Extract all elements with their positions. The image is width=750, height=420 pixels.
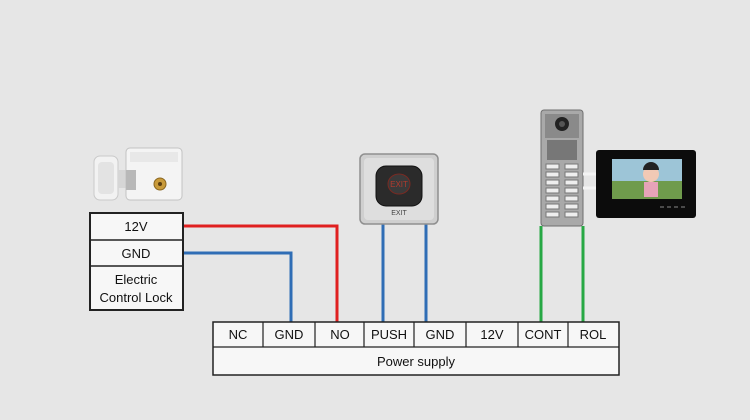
lock-terminal-block: 12V GND Electric Control Lock (89, 212, 184, 311)
terminal-gnd-1: GND (275, 327, 304, 342)
lock-name-line2: Control Lock (100, 290, 173, 305)
terminal-12v: 12V (480, 327, 503, 342)
wire-lock-12v-to-no (183, 224, 339, 322)
terminal-rol: ROL (580, 327, 607, 342)
lock-terminal-gnd: GND (122, 246, 151, 261)
indoor-monitor-device-icon (596, 150, 696, 218)
terminal-no: NO (330, 327, 350, 342)
terminal-push: PUSH (371, 327, 407, 342)
wires (183, 214, 585, 322)
door-station-device-icon (540, 109, 584, 227)
exit-icon-label: EXIT (390, 180, 408, 189)
exit-button-device-icon: EXIT EXIT (359, 153, 439, 225)
electric-lock-device-icon (93, 147, 183, 201)
terminal-gnd-2: GND (426, 327, 455, 342)
power-supply-block: NC GND NO PUSH GND 12V CONT ROL Power su… (212, 321, 620, 376)
lock-terminal-12v: 12V (124, 219, 147, 234)
wire-lock-gnd-to-gnd (183, 251, 293, 322)
exit-plate-label: EXIT (391, 210, 407, 217)
terminal-nc: NC (229, 327, 248, 342)
power-supply-label: Power supply (377, 354, 456, 369)
terminal-cont: CONT (525, 327, 562, 342)
lock-name-line1: Electric (115, 272, 158, 287)
